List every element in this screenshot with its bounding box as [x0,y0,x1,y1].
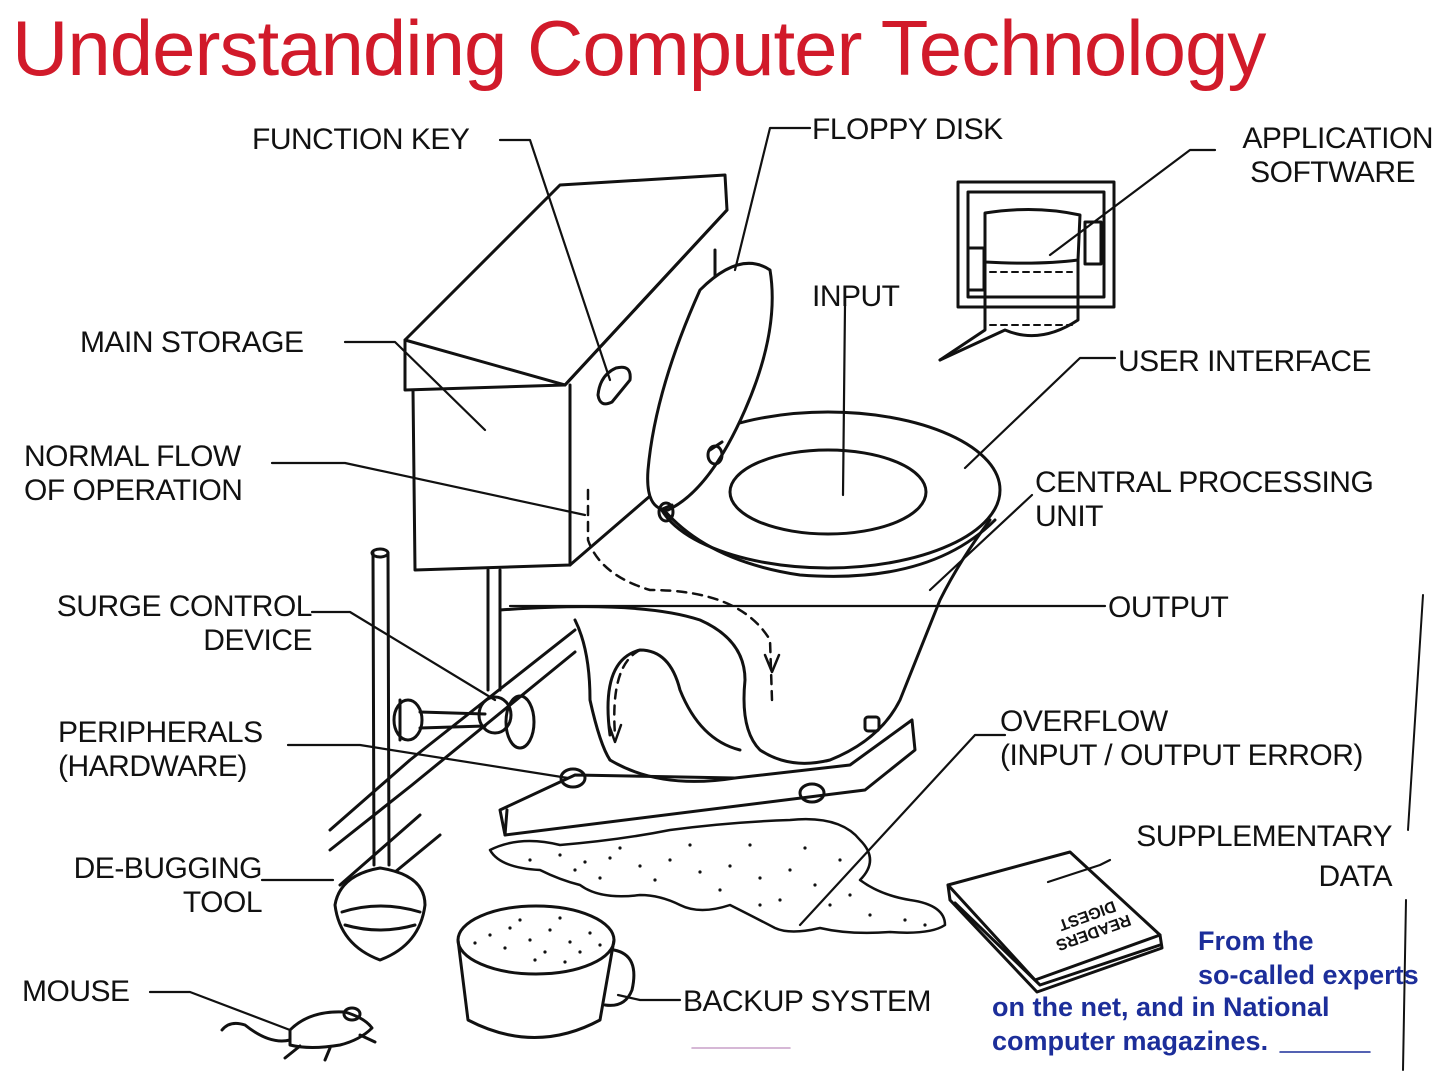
label-function-key: FUNCTION KEY [252,123,469,157]
label-line: APPLICATION [1205,122,1433,156]
label-main-storage: MAIN STORAGE [80,326,303,360]
label-debugging-tool: DE-BUGGING TOOL [40,852,262,920]
label-line: DE-BUGGING [40,852,262,886]
wall-floor-lines [330,630,575,905]
footnote-line-4: computer magazines. [992,1024,1268,1058]
label-application-software: APPLICATION SOFTWARE [1205,122,1433,190]
label-peripherals: PERIPHERALS (HARDWARE) [58,716,263,784]
label-line: UNIT [1035,500,1373,534]
label-floppy-disk: FLOPPY DISK [812,113,1003,147]
label-line: DATA [1100,860,1392,894]
label-overflow: OVERFLOW (INPUT / OUTPUT ERROR) [1000,705,1363,773]
mouse-drawing [222,1008,375,1060]
label-backup-system: BACKUP SYSTEM [683,985,931,1019]
label-user-interface: USER INTERFACE [1118,345,1371,379]
label-supplementary-data: SUPPLEMENTARY DATA [1100,820,1392,894]
label-line: OVERFLOW [1000,705,1363,739]
label-normal-flow: NORMAL FLOW OF OPERATION [24,440,242,508]
label-mouse: MOUSE [22,975,130,1009]
backup-bucket [458,906,634,1038]
label-line: SUPPLEMENTARY [1100,820,1392,854]
label-input: INPUT [812,280,900,314]
footnote-line-3: on the net, and in National [992,990,1330,1024]
label-line: (INPUT / OUTPUT ERROR) [1000,739,1363,773]
footnote-line-2: so-called experts [1198,958,1419,992]
label-line: NORMAL FLOW [24,440,242,474]
label-line: SURGE CONTROL [18,590,312,624]
supply-pipe [394,570,534,748]
label-cpu: CENTRAL PROCESSING UNIT [1035,466,1373,534]
label-line: SOFTWARE [1205,156,1433,190]
label-line: OF OPERATION [24,474,242,508]
label-line: PERIPHERALS [58,716,263,750]
footnote-line-1: From the [1198,924,1314,958]
label-line: TOOL [40,886,262,920]
label-line: CENTRAL PROCESSING [1035,466,1373,500]
label-line: (HARDWARE) [58,750,263,784]
label-surge-control: SURGE CONTROL DEVICE [18,590,312,658]
toilet-paper-holder [940,182,1114,360]
label-line: DEVICE [18,624,312,658]
label-output: OUTPUT [1108,591,1228,625]
plunger [335,549,425,960]
